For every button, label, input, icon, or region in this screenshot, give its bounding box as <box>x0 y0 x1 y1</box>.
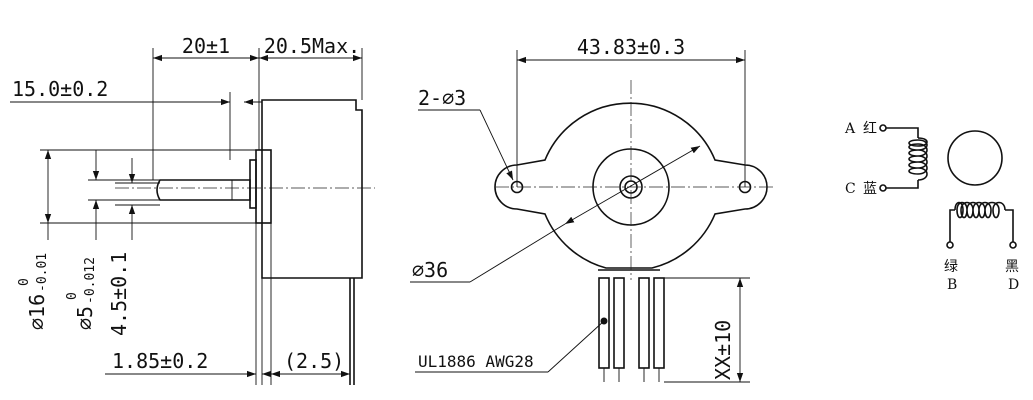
terminal-d-color: 黑 <box>1005 259 1019 275</box>
terminal-d-label: D <box>1008 277 1019 293</box>
dim-hole-spacing: 43.83±0.3 <box>577 35 685 59</box>
terminal-b-label: B <box>947 277 957 293</box>
dim-diameter: ⌀36 <box>412 258 448 282</box>
motor-body <box>261 99 363 279</box>
terminal-d <box>1009 241 1017 249</box>
wiring-diagram: A 红 C 蓝 绿 B 黑 D <box>844 121 1019 293</box>
terminal-c <box>879 184 887 192</box>
terminal-c-color: 蓝 <box>863 181 877 197</box>
lead-wire-2 <box>613 277 625 369</box>
dim-body-dia-lower: -0.01 <box>35 253 50 292</box>
leader-wire-spec <box>547 320 605 373</box>
wire-a <box>886 127 919 138</box>
lead-wire-4 <box>653 277 665 369</box>
terminal-c-label: C <box>845 181 856 197</box>
dim-lead-offset: (2.5) <box>284 349 344 373</box>
dim-boss-length: 15.0±0.2 <box>12 77 108 101</box>
dim-body-length: 20.5Max. <box>264 34 360 58</box>
motor-boss <box>249 159 257 209</box>
leader-holes <box>479 109 514 181</box>
dim-line-diameter <box>564 145 701 225</box>
terminal-b-color: 绿 <box>944 259 958 275</box>
motor-flange <box>255 149 272 224</box>
dim-shaft-dia: ⌀5 <box>73 306 97 330</box>
dim-shaft-length: 20±1 <box>182 34 230 58</box>
side-view: 20±1 20.5Max. 15.0±0.2 ⌀16 0 -0.01 ⌀5 0 … <box>10 34 375 385</box>
front-outline <box>494 102 768 269</box>
dim-body-dia-group: ⌀16 0 -0.01 <box>17 253 50 330</box>
dim-shaft-dia-group: ⌀5 0 -0.012 <box>65 257 98 330</box>
dim-holes: 2-⌀3 <box>418 86 466 110</box>
dim-shaft-dia-lower: -0.012 <box>83 257 98 304</box>
terminal-b <box>946 241 954 249</box>
dim-flange-thickness: 1.85±0.2 <box>112 349 208 373</box>
leader-diameter <box>469 223 566 283</box>
rotor-circle <box>947 130 1003 186</box>
terminal-a-label: A <box>844 121 856 137</box>
dim-shaft-dia-upper: 0 <box>65 292 80 300</box>
wire-c <box>886 180 919 189</box>
coil-bd <box>954 201 1006 219</box>
front-view: 43.83±0.3 2-⌀3 ⌀36 UL1886 AWG28 X <box>410 35 775 383</box>
terminal-a-color: 红 <box>863 121 877 137</box>
dim-flat: 4.5±0.1 <box>107 252 131 336</box>
wire-b <box>949 209 955 242</box>
coil-ac <box>908 137 928 181</box>
terminal-a <box>879 124 887 132</box>
dim-body-dia-upper: 0 <box>17 278 32 286</box>
lead-wires <box>598 277 665 382</box>
lead-wire-spec: UL1886 AWG28 <box>418 352 534 371</box>
dim-lead-length: XX±10 <box>711 320 735 380</box>
lead-wire-3 <box>638 277 650 369</box>
wire-d <box>1005 209 1014 242</box>
motor-shaft <box>156 179 251 201</box>
dim-body-dia: ⌀16 <box>25 294 49 330</box>
